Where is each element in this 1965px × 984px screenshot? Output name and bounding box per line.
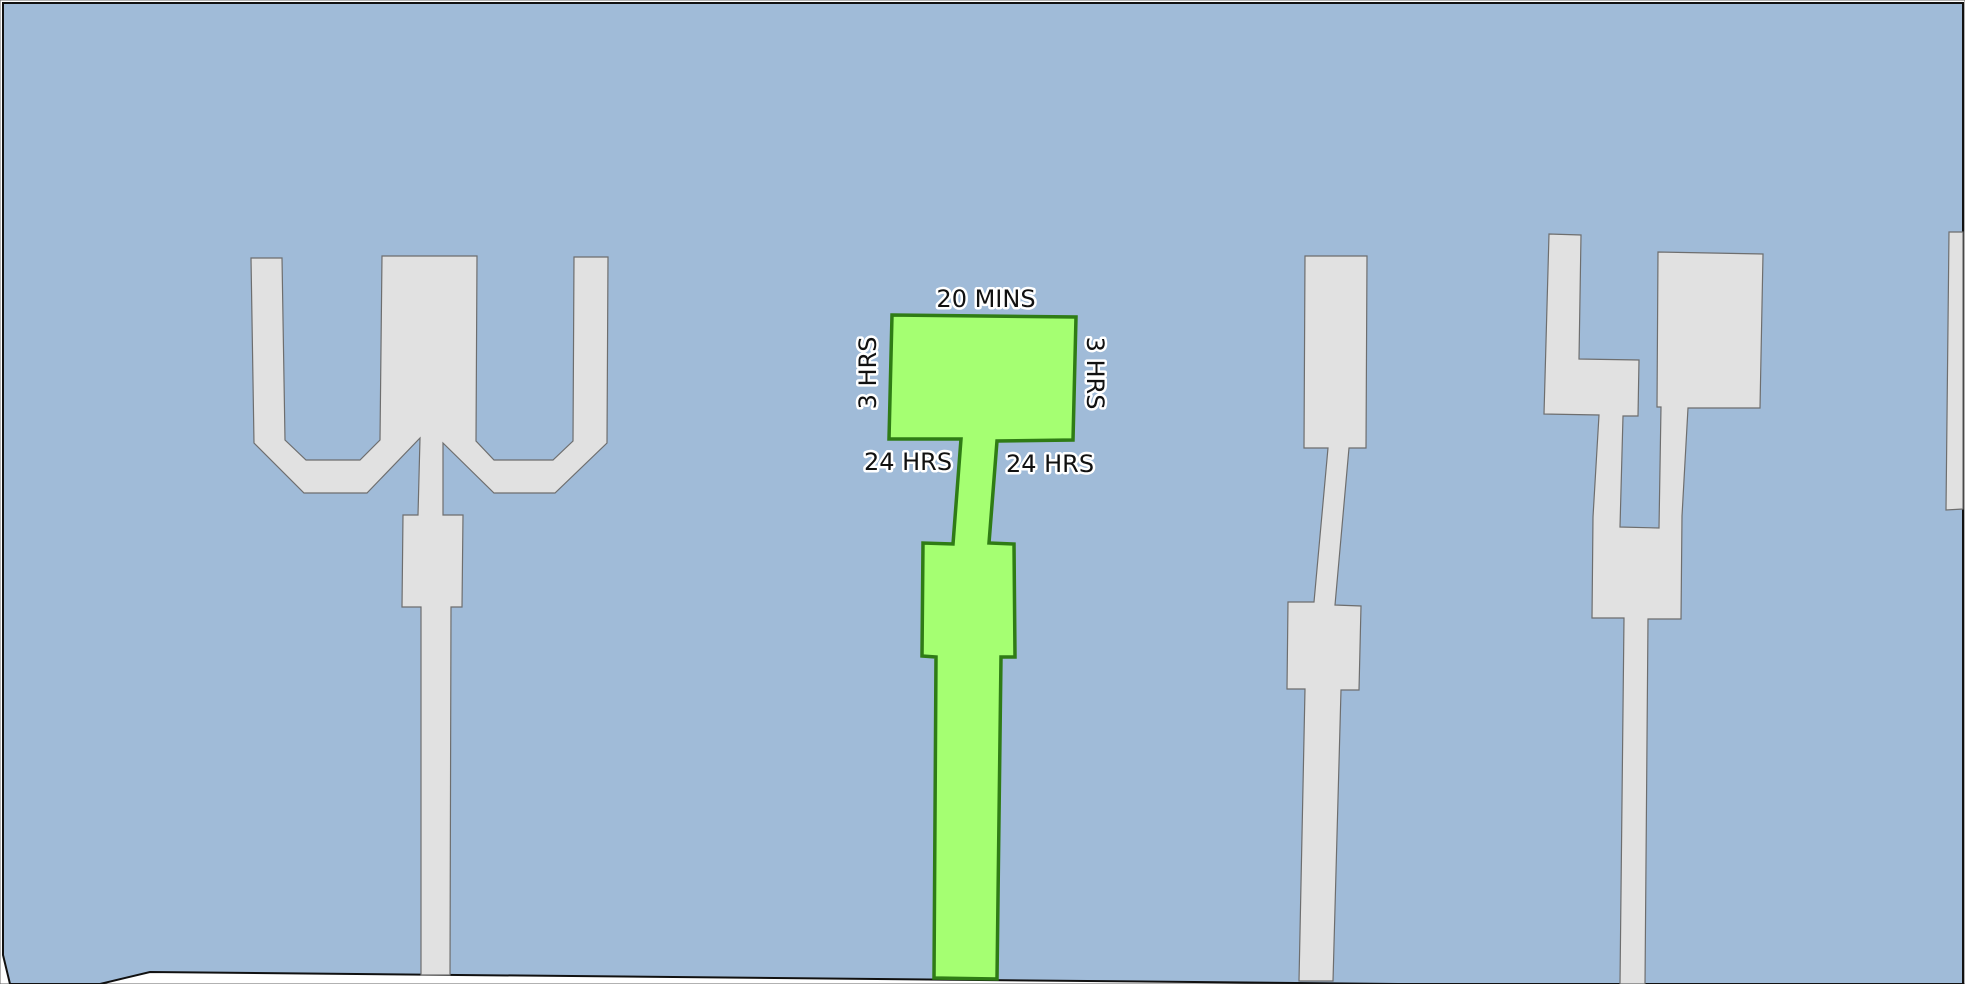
pier-trident[interactable]: [250, 255, 609, 976]
pier-edge[interactable]: [1945, 231, 1964, 511]
label-left-side-limit: 3 HRS: [854, 337, 882, 410]
pier-branched[interactable]: [1543, 233, 1764, 984]
label-right-shoulder-limit: 24 HRS: [1006, 450, 1094, 478]
pier-straight[interactable]: [1286, 255, 1368, 982]
label-end-limit: 20 MINS: [936, 285, 1035, 313]
label-right-side-limit: 3 HRS: [1081, 337, 1109, 410]
pier-highlighted[interactable]: [887, 313, 1078, 981]
label-left-shoulder-limit: 24 HRS: [864, 448, 952, 476]
